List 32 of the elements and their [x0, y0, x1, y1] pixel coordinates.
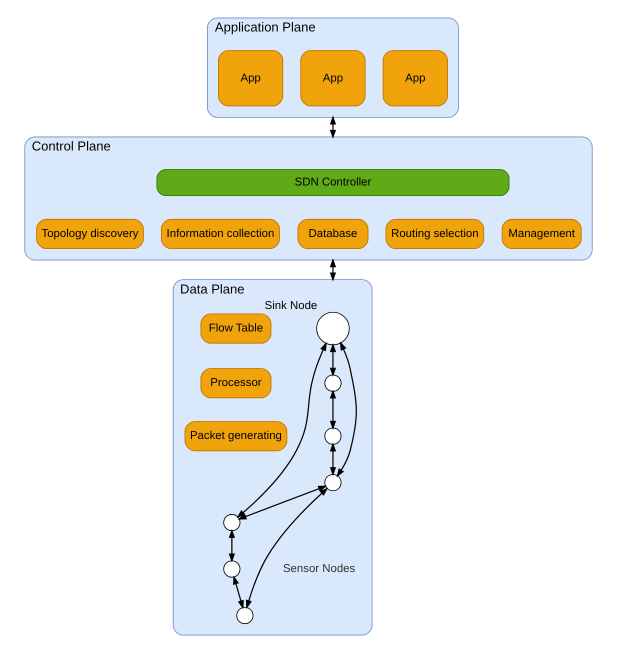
node-circle: [223, 514, 240, 532]
arrow: [238, 486, 328, 520]
node-box: App: [382, 50, 448, 106]
arrow: [233, 575, 244, 610]
node-circle: [324, 374, 342, 392]
arrow: [330, 343, 336, 377]
node-box: App: [218, 50, 284, 106]
node-circle: [223, 560, 240, 578]
node-box: SDN Controller: [156, 169, 510, 196]
node-box: Processor: [200, 368, 272, 398]
node-circle: [324, 428, 342, 445]
node-box: App: [300, 50, 366, 106]
node-box: Information collection: [160, 218, 280, 250]
node-circle: [236, 606, 254, 624]
arrow: [330, 442, 336, 476]
label: Sensor Nodes: [282, 563, 356, 576]
arrow: [330, 389, 336, 430]
arrow: [336, 341, 357, 478]
arrow: [236, 342, 327, 518]
node-box: Management: [502, 218, 582, 250]
node-box: Routing selection: [386, 218, 484, 250]
arrow: [330, 258, 336, 282]
node-box: Packet generating: [184, 421, 288, 452]
arrow: [246, 488, 328, 610]
node-box: Flow Table: [200, 313, 272, 344]
node-label: Sink Node: [264, 300, 318, 312]
node-box: Topology discovery: [36, 218, 144, 250]
arrow: [330, 116, 336, 139]
node-box: Database: [298, 218, 368, 250]
node-circle: [316, 312, 350, 346]
arrow: [228, 528, 235, 563]
node-circle: [324, 474, 342, 492]
